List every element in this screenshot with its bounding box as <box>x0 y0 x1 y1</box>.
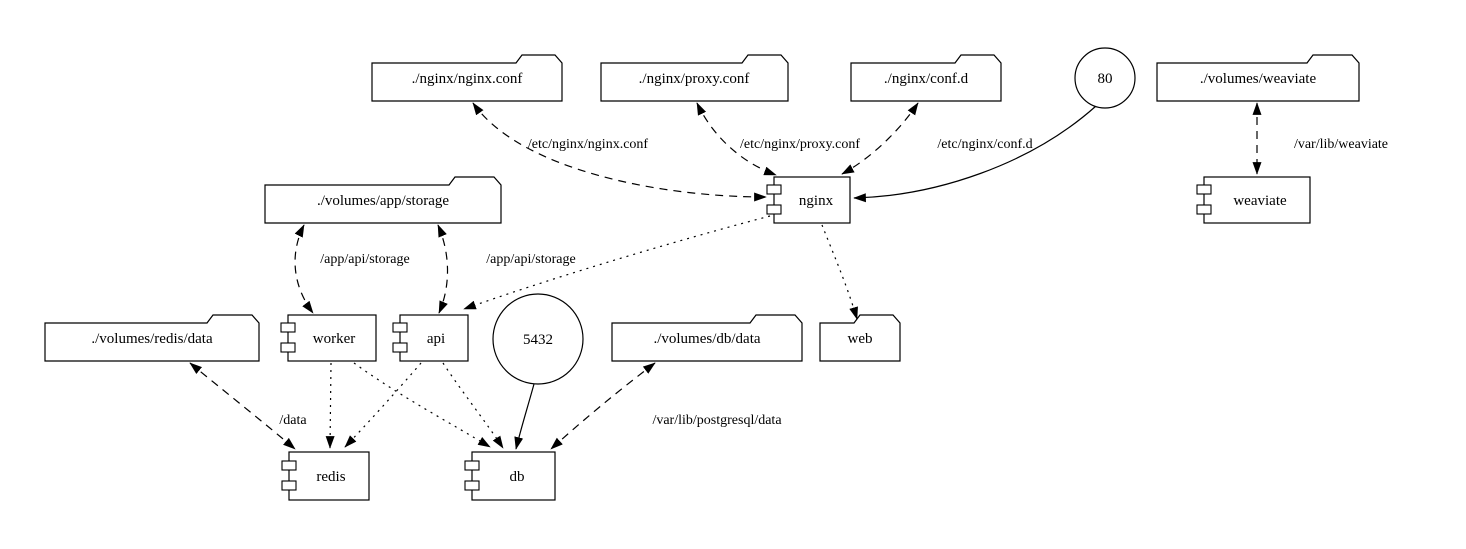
node-component-api: api <box>392 314 469 362</box>
node-label: web <box>848 331 873 347</box>
component-tab-icon <box>392 342 408 353</box>
edge-label-worker-storage: /app/api/storage <box>320 252 409 267</box>
component-tab-icon <box>1196 204 1212 215</box>
node-label: worker <box>313 331 355 347</box>
node-label: weaviate <box>1233 193 1287 209</box>
folder-shape <box>264 176 502 224</box>
node-folder-web: web <box>819 314 901 362</box>
folder-shape <box>850 54 1002 102</box>
edge-api-app-storage <box>437 224 449 314</box>
node-port-80: 80 <box>1074 47 1136 109</box>
node-label: 80 <box>1098 71 1113 87</box>
node-label: ./volumes/app/storage <box>317 193 449 209</box>
edge-worker-app-storage <box>294 224 314 314</box>
edge-nginx-web <box>821 224 858 320</box>
edge-api-redis <box>344 362 422 448</box>
node-label: ./volumes/db/data <box>653 331 760 347</box>
edge-port80-nginx <box>853 105 1097 203</box>
component-tab-icon <box>392 322 408 333</box>
edge-redis-redis-data <box>189 362 296 450</box>
edge-worker-db <box>353 362 491 448</box>
node-component-db: db <box>464 451 556 501</box>
component-body <box>287 314 377 362</box>
component-body <box>1203 176 1311 224</box>
edge-worker-redis <box>325 362 335 449</box>
node-folder-volumes-db-data: ./volumes/db/data <box>611 314 803 362</box>
node-label: db <box>510 469 525 485</box>
node-component-nginx: nginx <box>766 176 851 224</box>
component-tab-icon <box>280 342 296 353</box>
component-tab-icon <box>281 460 297 471</box>
node-folder-nginx-conf: ./nginx/nginx.conf <box>371 54 563 102</box>
node-label: ./volumes/weaviate <box>1200 71 1317 87</box>
edge-port5432-db <box>514 383 535 450</box>
node-label: ./volumes/redis/data <box>91 331 213 347</box>
edge-label-proxy-conf-mount: /etc/nginx/proxy.conf <box>740 137 860 152</box>
port-circle <box>1074 47 1136 109</box>
edge-label-api-storage: /app/api/storage <box>486 252 575 267</box>
node-folder-proxy-conf: ./nginx/proxy.conf <box>600 54 789 102</box>
component-tab-icon <box>766 184 782 195</box>
component-body <box>288 451 370 501</box>
node-component-weaviate: weaviate <box>1196 176 1311 224</box>
node-label: api <box>427 331 445 347</box>
edge-api-db <box>442 362 504 449</box>
node-label: nginx <box>799 193 834 209</box>
edge-label-db-data-mount: /var/lib/postgresql/data <box>652 413 782 428</box>
node-folder-volumes-redis-data: ./volumes/redis/data <box>44 314 260 362</box>
edge-label-weaviate-mount: /var/lib/weaviate <box>1294 137 1388 152</box>
edge-label-conf-d-mount: /etc/nginx/conf.d <box>937 137 1032 152</box>
component-body <box>471 451 556 501</box>
edges <box>189 102 1262 450</box>
node-folder-conf-d: ./nginx/conf.d <box>850 54 1002 102</box>
folder-shape <box>1156 54 1360 102</box>
node-label: ./nginx/nginx.conf <box>412 71 523 87</box>
port-circle <box>492 293 584 385</box>
folder-shape <box>611 314 803 362</box>
component-tab-icon <box>766 204 782 215</box>
component-tab-icon <box>464 480 480 491</box>
node-folder-volumes-app-storage: ./volumes/app/storage <box>264 176 502 224</box>
node-component-worker: worker <box>280 314 377 362</box>
component-tab-icon <box>280 322 296 333</box>
folder-shape <box>600 54 789 102</box>
edge-label-nginx-conf-mount: /etc/nginx/nginx.conf <box>528 137 648 152</box>
node-folder-volumes-weaviate: ./volumes/weaviate <box>1156 54 1360 102</box>
component-tab-icon <box>464 460 480 471</box>
component-body <box>773 176 851 224</box>
edge-labels: /etc/nginx/nginx.conf /etc/nginx/proxy.c… <box>279 137 1388 428</box>
node-label: 5432 <box>523 332 553 348</box>
component-tab-icon <box>281 480 297 491</box>
folder-shape <box>44 314 260 362</box>
node-label: ./nginx/proxy.conf <box>639 71 750 87</box>
edge-nginx-nginx-conf <box>472 102 767 202</box>
folder-shape <box>371 54 563 102</box>
edge-label-redis-data-mount: /data <box>279 413 307 428</box>
component-tab-icon <box>1196 184 1212 195</box>
node-component-redis: redis <box>281 451 370 501</box>
node-label: redis <box>316 469 345 485</box>
folder-shape <box>819 314 901 362</box>
edge-db-db-data <box>550 362 656 450</box>
component-body <box>399 314 469 362</box>
node-port-5432: 5432 <box>492 293 584 385</box>
node-label: ./nginx/conf.d <box>884 71 969 87</box>
